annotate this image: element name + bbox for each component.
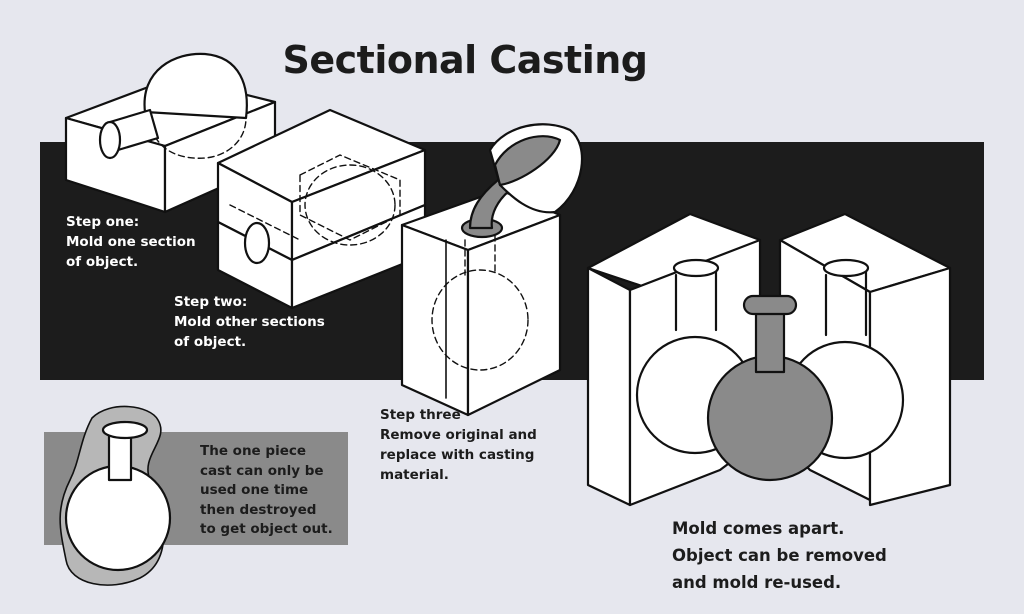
open-mold [586,212,952,507]
step-one-mold [64,52,277,214]
left-half-neck-cavity [674,270,718,332]
step-three-caption: Step three Remove original and replace w… [380,407,537,483]
mold-apart-note: Mold comes apart. Object can be removed … [672,519,887,592]
step-three-mold [400,123,584,417]
left-half-front [586,266,632,507]
step-two-caption: Step two: Mold other sections of object. [174,294,325,350]
step-two-neck-opening [243,221,271,265]
step-three-hidden-sphere [431,269,529,371]
right-half-neck-cavity [824,270,868,337]
step-two-mold [216,108,427,310]
cast-flask [706,294,834,482]
right-half-lip-cavity [822,258,870,278]
broken-mold-flask-lip [101,420,149,440]
step-one-half-sphere [143,52,248,120]
cast-flask-neck [754,308,786,374]
broken-mold-flask-neck [107,430,133,482]
step-one-caption: Step one: Mold one section of object. [66,214,196,270]
step-three-side-face [466,213,562,417]
cast-flask-body [706,354,834,482]
broken-mold-flask-body [64,464,172,572]
one-piece-note: The one piece cast can only be used one … [200,443,333,537]
step-three-front-face [400,223,470,417]
step-one-hidden-sphere [149,117,247,159]
page-title: Sectional Casting [282,38,648,82]
ladle-molten-metal [493,135,562,187]
step-three-hidden-neck [464,234,496,276]
left-half-lip-cavity [672,258,720,278]
step-two-hidden-line [229,204,301,241]
cast-flask-lip [742,294,798,316]
ladle [488,123,584,214]
broken-mold [59,405,172,586]
step-two-hidden-sphere [304,164,396,246]
step-one-neck-opening [98,120,122,160]
step-two-hidden-outline [299,154,401,241]
